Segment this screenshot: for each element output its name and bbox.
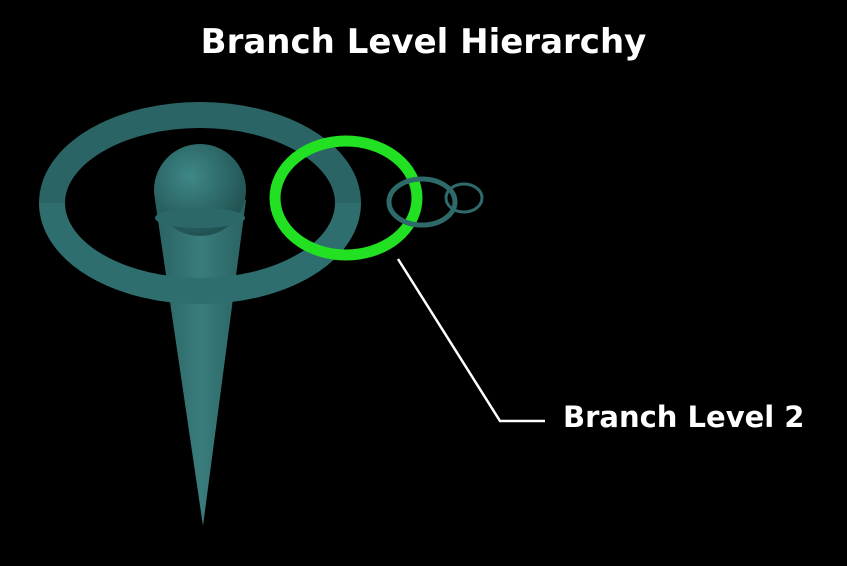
branch-level-4-ring	[444, 182, 484, 214]
callout-label: Branch Level 2	[563, 400, 805, 434]
diagram-title: Branch Level Hierarchy	[200, 22, 647, 62]
branch-level-2-ring	[269, 135, 423, 261]
callout-line	[396, 258, 545, 423]
root-ring-front	[39, 202, 361, 304]
root-cone	[155, 200, 246, 526]
branch-level-3-ring	[386, 176, 458, 228]
root-ring-back	[39, 102, 361, 204]
